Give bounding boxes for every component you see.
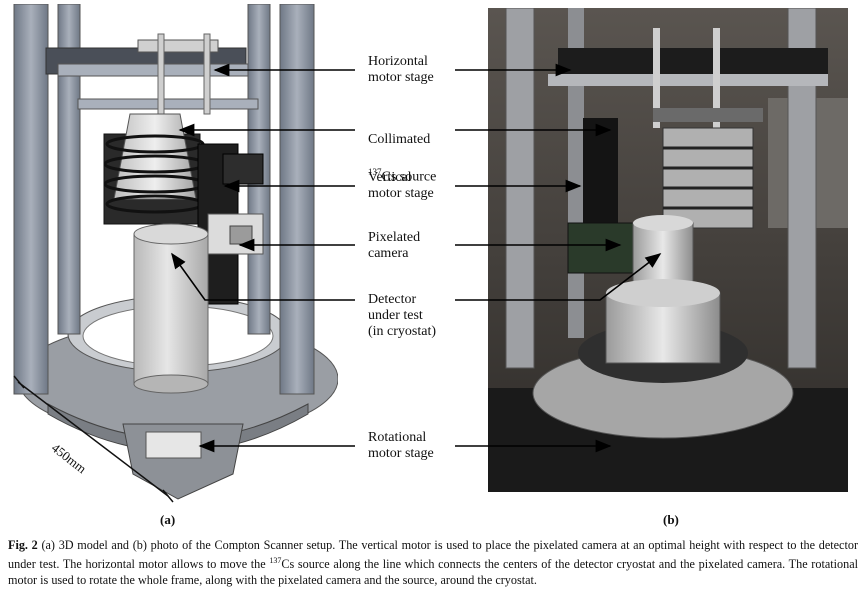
caption-text-2: Cs source along the line which connects … <box>8 557 858 588</box>
setup-photo-drawing <box>488 8 848 492</box>
label-cs-source: Cs source <box>381 169 437 185</box>
panel-tag-b: (b) <box>663 512 679 527</box>
caption-fig-label: Fig. 2 <box>8 538 38 552</box>
label-horizontal-motor-stage: Horizontal motor stage <box>368 54 434 85</box>
label-vertical-motor-stage: Vertical motor stage <box>368 170 434 201</box>
caption-superscript: 137 <box>269 556 282 565</box>
label-rotational-motor-stage: Rotational motor stage <box>368 430 434 461</box>
label-detector-under-test: Detector under test (in cryostat) <box>368 292 437 339</box>
label-pixelated-camera: Pixelated camera <box>368 230 421 261</box>
caption-text-1: (a) 3D model and (b) photo of the Compto… <box>8 538 858 572</box>
panel-b-photo <box>488 8 848 492</box>
cad-model-drawing <box>13 4 338 503</box>
figure-caption: Fig. 2 (a) 3D model and (b) photo of the… <box>8 537 858 588</box>
panel-a-3d-model <box>8 4 338 504</box>
label-collimated-line: Collimated <box>368 132 431 147</box>
label-cs-superscript: 137 <box>368 167 382 177</box>
panel-tag-a: (a) <box>160 512 176 527</box>
label-collimated-source: Collimated 137Cs source <box>368 116 436 186</box>
